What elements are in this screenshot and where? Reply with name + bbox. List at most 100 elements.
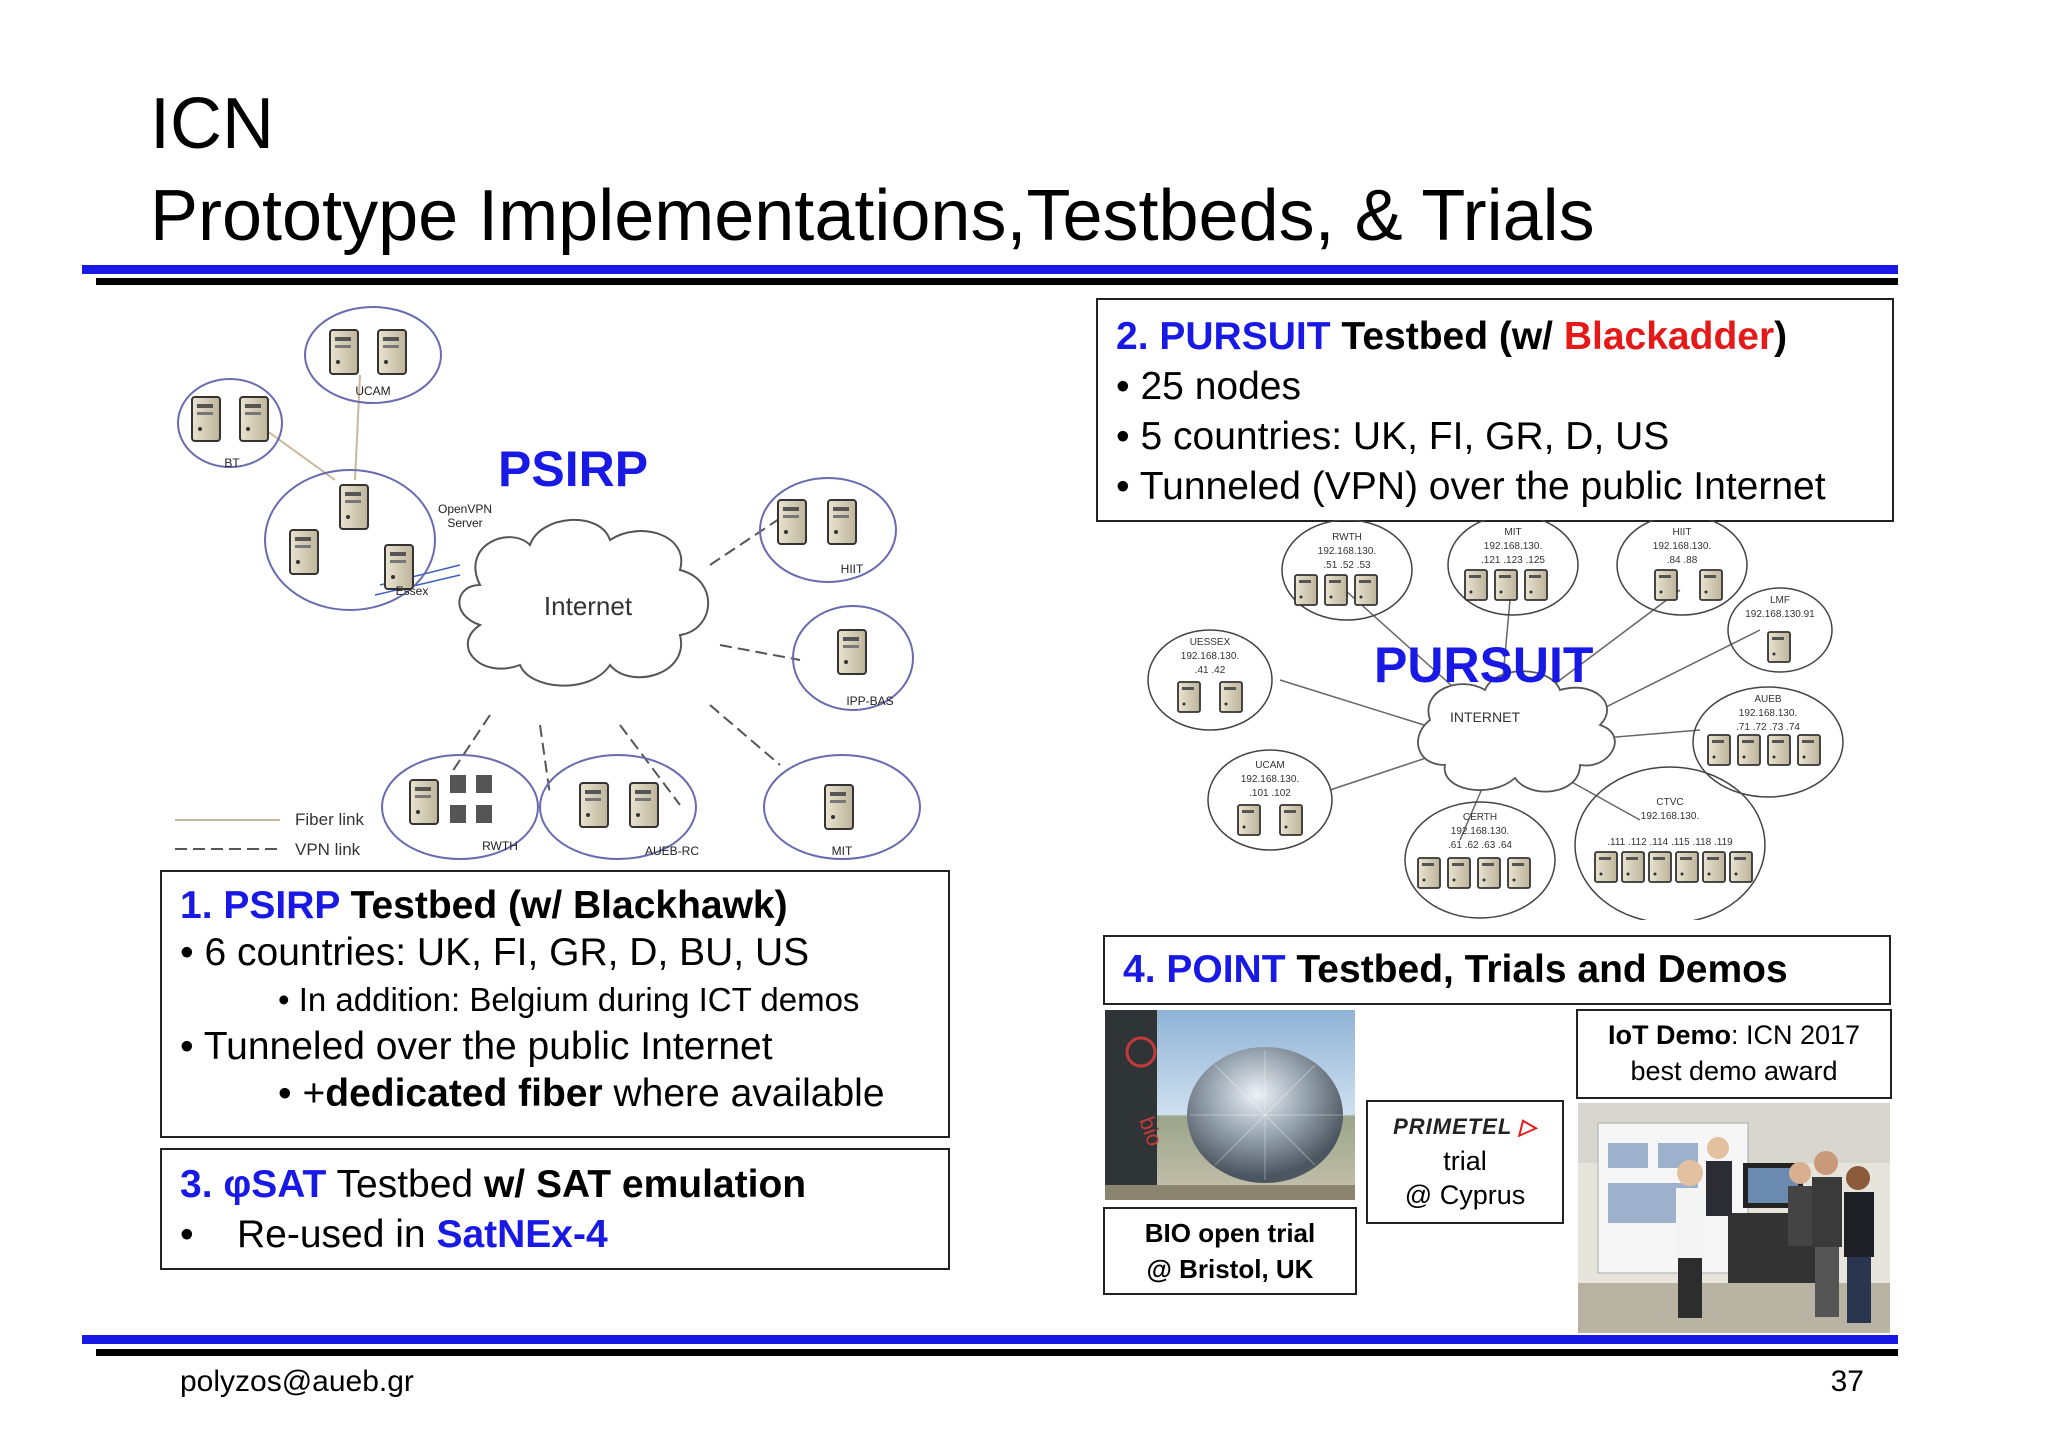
pursuit-box-heading: 2. PURSUIT Testbed (w/ Blackadder) xyxy=(1116,312,1874,362)
label-bt: BT xyxy=(224,456,240,470)
svg-text:192.168.130.: 192.168.130. xyxy=(1241,774,1299,785)
psirp-b2a-bold: dedicated fiber xyxy=(325,1072,603,1115)
pursuit-site-lmf xyxy=(1727,587,1833,673)
site-rwth xyxy=(381,754,539,860)
title-line-1: ICN xyxy=(150,84,274,164)
primetel-line-1: trial xyxy=(1443,1146,1487,1176)
footer-email: polyzos@aueb.gr xyxy=(180,1365,414,1398)
pursuit-tool: Blackadder xyxy=(1563,315,1775,358)
site-aueb-rc xyxy=(539,754,697,860)
svg-text:HIIT: HIIT xyxy=(1673,527,1692,538)
bio-trial-photo: bio xyxy=(1105,1010,1355,1200)
psirp-network-diagram: Internet BT UCAM Essex OpenVPN Server HI… xyxy=(175,306,921,860)
slide-title: ICN Prototype Implementations,Testbeds, … xyxy=(150,78,1595,262)
title-line-2: Prototype Implementations,Testbeds, & Tr… xyxy=(150,176,1595,256)
iot-demo-box: IoT Demo: ICN 2017 best demo award xyxy=(1576,1009,1892,1099)
pursuit-site-ctvc xyxy=(1574,766,1766,920)
top-rule-blue xyxy=(82,265,1898,274)
svg-text:UESSEX: UESSEX xyxy=(1190,637,1231,648)
svg-text:MIT: MIT xyxy=(1504,527,1521,538)
psirp-bullet-2: • Tunneled over the public Internet xyxy=(180,1025,773,1068)
phisat-b1-link: SatNEx-4 xyxy=(436,1213,608,1256)
pursuit-cloud xyxy=(1417,670,1616,793)
pursuit-site-hiit xyxy=(1616,520,1748,616)
pursuit-site-ucam xyxy=(1207,749,1333,851)
internet-label: Internet xyxy=(544,591,633,621)
phisat-mid: Testbed xyxy=(326,1163,484,1206)
pursuit-heading: PURSUIT xyxy=(1374,637,1594,693)
psirp-num: 1. xyxy=(180,884,213,927)
label-openvpn: OpenVPN xyxy=(438,502,492,516)
iot-demo-photo xyxy=(1578,1103,1890,1333)
iot-photo-scene xyxy=(1578,1103,1890,1333)
bottom-rule-blue xyxy=(82,1335,1898,1344)
svg-text:192.168.130.: 192.168.130. xyxy=(1653,541,1711,552)
svg-text:192.168.130.: 192.168.130. xyxy=(1318,546,1376,557)
svg-text:192.168.130.: 192.168.130. xyxy=(1641,811,1699,822)
site-hiit xyxy=(759,477,897,583)
label-mit: MIT xyxy=(832,844,853,858)
phisat-info-box: 3. φSAT Testbed w/ SAT emulation • Re-us… xyxy=(160,1148,950,1270)
point-box-heading: 4. POINT Testbed, Trials and Demos xyxy=(1123,945,1871,995)
pursuit-num: 2. xyxy=(1116,315,1149,358)
phisat-name: φSAT xyxy=(223,1163,327,1206)
label-server: Server xyxy=(447,516,482,530)
iot-line-1: IoT Demo: ICN 2017 xyxy=(1582,1017,1886,1053)
svg-text:192.168.130.: 192.168.130. xyxy=(1484,541,1542,552)
psirp-b2a-post: where available xyxy=(602,1072,885,1115)
internet-cloud xyxy=(458,519,710,687)
psirp-info-box: 1. PSIRP Testbed (w/ Blackhawk) • 6 coun… xyxy=(160,870,950,1138)
site-ipp-bas xyxy=(792,605,914,711)
psirp-name: PSIRP xyxy=(223,884,340,927)
label-aueb-rc: AUEB-RC xyxy=(645,844,699,858)
psirp-box-heading: 1. PSIRP Testbed (w/ Blackhawk) xyxy=(180,882,930,929)
pursuit-bullet-3: • Tunneled (VPN) over the public Interne… xyxy=(1116,465,1826,508)
top-rule-black xyxy=(96,278,1898,285)
psirp-heading: PSIRP xyxy=(498,441,649,497)
pursuit-site-certh xyxy=(1404,801,1556,919)
svg-text:.101 .102: .101 .102 xyxy=(1249,788,1291,799)
point-name: POINT xyxy=(1166,948,1286,991)
svg-text:LMF: LMF xyxy=(1770,595,1790,606)
vpn-links xyxy=(449,504,801,806)
psirp-bullet-1: • 6 countries: UK, FI, GR, D, BU, US xyxy=(180,931,810,974)
svg-text:CERTH: CERTH xyxy=(1463,812,1497,823)
bio-photo-scene: bio xyxy=(1105,1010,1355,1200)
iot-line-2: best demo award xyxy=(1630,1056,1838,1086)
phisat-bullet-1: • Re-used in SatNEx-4 xyxy=(180,1210,930,1260)
site-bt xyxy=(177,378,283,468)
phisat-box-heading: 3. φSAT Testbed w/ SAT emulation xyxy=(180,1160,930,1210)
svg-text:.61 .62 .63 .64: .61 .62 .63 .64 xyxy=(1448,840,1512,851)
point-rest: Testbed, Trials and Demos xyxy=(1285,948,1788,991)
pursuit-info-box: 2. PURSUIT Testbed (w/ Blackadder) • 25 … xyxy=(1096,298,1894,522)
primetel-line-2: @ Cyprus xyxy=(1404,1180,1526,1210)
pursuit-mid: Testbed (w/ xyxy=(1330,315,1564,358)
svg-text:.71 .72 .73 .74: .71 .72 .73 .74 xyxy=(1736,722,1800,733)
pursuit-end: ) xyxy=(1774,315,1788,358)
pursuit-network-diagram: INTERNET RWTH 192.168.130. .51 .52 .53 MIT… xyxy=(1147,520,1844,920)
point-info-box: 4. POINT Testbed, Trials and Demos xyxy=(1103,935,1891,1005)
psirp-bullet-1a: • In addition: Belgium during ICT demos xyxy=(278,981,860,1018)
svg-text:.84 .88: .84 .88 xyxy=(1667,555,1698,566)
legend-fiber-label: Fiber link xyxy=(295,810,364,829)
svg-text:CTVC: CTVC xyxy=(1656,797,1683,808)
pursuit-bullet-2: • 5 countries: UK, FI, GR, D, US xyxy=(1116,415,1670,458)
pursuit-cloud-label: INTERNET xyxy=(1450,709,1520,725)
pursuit-name: PURSUIT xyxy=(1159,315,1331,358)
svg-text:192.168.130.: 192.168.130. xyxy=(1451,826,1509,837)
psirp-b2a-pre: • + xyxy=(278,1072,326,1115)
pursuit-site-rwth xyxy=(1281,520,1413,621)
point-num: 4. xyxy=(1123,948,1156,991)
svg-text:UCAM: UCAM xyxy=(1255,760,1284,771)
svg-text:.41 .42: .41 .42 xyxy=(1195,665,1226,676)
label-essex: Essex xyxy=(396,584,429,598)
svg-text:.51 .52 .53: .51 .52 .53 xyxy=(1323,560,1371,571)
psirp-bullet-2a: • +dedicated fiber where available xyxy=(180,1070,930,1117)
svg-text:.121 .123 .125: .121 .123 .125 xyxy=(1481,555,1545,566)
svg-text:192.168.130.: 192.168.130. xyxy=(1739,708,1797,719)
label-ucam: UCAM xyxy=(355,384,390,398)
svg-text:RWTH: RWTH xyxy=(1332,532,1362,543)
label-hiit: HIIT xyxy=(841,562,864,576)
svg-text:AUEB: AUEB xyxy=(1754,694,1782,705)
label-rwth: RWTH xyxy=(482,839,518,853)
